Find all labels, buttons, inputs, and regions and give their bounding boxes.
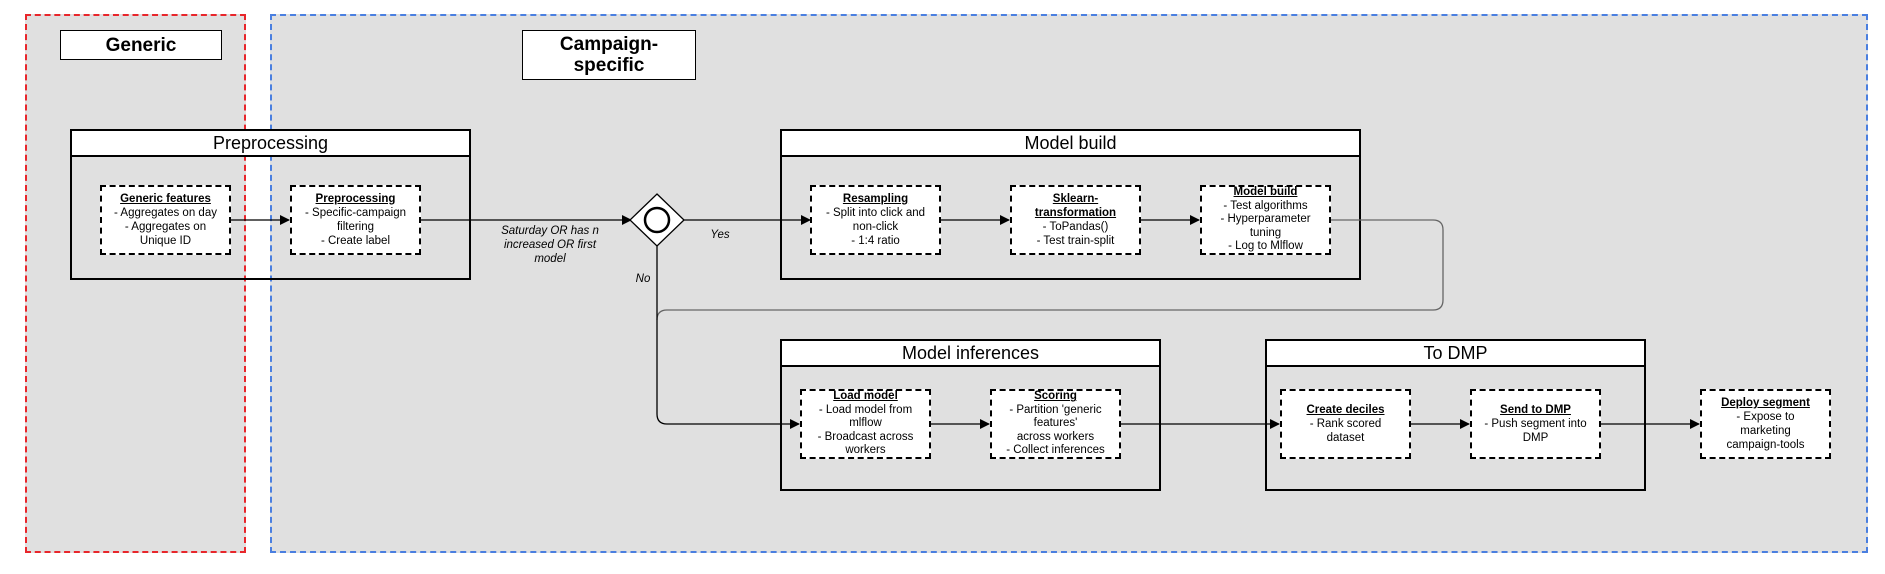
generic-zone bbox=[25, 14, 246, 553]
model-inferences-group: Model inferences bbox=[780, 339, 1161, 491]
gateway-condition-label: Saturday OR has n increased OR first mod… bbox=[501, 225, 599, 265]
task-title: Load model bbox=[833, 390, 898, 403]
to-dmp-group-title: To DMP bbox=[1267, 341, 1644, 367]
task-line: campaign-tools bbox=[1726, 439, 1805, 451]
task-line: non-click bbox=[852, 221, 899, 233]
task-sklearn-transformation[interactable]: Sklearn-transformation - ToPandas() - Te… bbox=[1010, 185, 1141, 255]
task-line: - Test algorithms bbox=[1223, 199, 1308, 212]
task-line: - Broadcast across bbox=[817, 430, 914, 443]
campaign-specific-zone bbox=[270, 14, 1868, 553]
task-title: Generic features bbox=[120, 193, 211, 205]
edge-modelbuild-to-loadmodel bbox=[656, 219, 1444, 321]
task-line: - Load model from bbox=[818, 403, 913, 416]
task-title: Preprocessing bbox=[315, 193, 396, 205]
gateway-yes-label: Yes bbox=[710, 229, 730, 241]
task-line: - Rank scored bbox=[1309, 418, 1382, 430]
task-line: - Test train-split bbox=[1036, 235, 1115, 247]
task-line: - Expose to bbox=[1736, 411, 1795, 423]
task-line: filtering bbox=[336, 221, 375, 233]
task-line: marketing bbox=[1740, 425, 1791, 437]
task-generic-features[interactable]: Generic features - Aggregates on day - A… bbox=[100, 185, 231, 255]
task-resampling[interactable]: Resampling - Split into click and non-cl… bbox=[810, 185, 941, 255]
exclusive-gateway bbox=[629, 193, 685, 247]
task-load-model[interactable]: Load model - Load model from mlflow - Br… bbox=[800, 389, 931, 459]
task-scoring[interactable]: Scoring - Partition 'generic features' a… bbox=[990, 389, 1121, 459]
task-line: - 1:4 ratio bbox=[851, 235, 900, 247]
task-line: features' bbox=[1033, 417, 1078, 430]
task-title: Resampling bbox=[842, 193, 909, 205]
preprocessing-group: Preprocessing bbox=[70, 129, 471, 280]
task-line: - Aggregates on bbox=[124, 221, 207, 233]
task-line: DMP bbox=[1522, 432, 1549, 444]
task-line: - Create label bbox=[320, 235, 391, 247]
task-line: - ToPandas() bbox=[1042, 221, 1109, 233]
task-line: - Specific-campaign bbox=[305, 207, 406, 219]
task-create-deciles[interactable]: Create deciles - Rank scored dataset bbox=[1280, 389, 1411, 459]
task-title: Scoring bbox=[1034, 390, 1077, 403]
task-line: - Push segment into bbox=[1484, 418, 1587, 430]
model-build-group: Model build bbox=[780, 129, 1361, 280]
model-inferences-group-title: Model inferences bbox=[782, 341, 1159, 367]
task-line: - Hyperparameter bbox=[1220, 213, 1311, 226]
task-send-to-dmp[interactable]: Send to DMP - Push segment into DMP bbox=[1470, 389, 1601, 459]
task-preprocessing[interactable]: Preprocessing - Specific-campaign filter… bbox=[290, 185, 421, 255]
model-build-group-title: Model build bbox=[782, 131, 1359, 157]
gateway-no-label: No bbox=[635, 273, 651, 285]
task-line: across workers bbox=[1016, 430, 1095, 443]
edge-gateway-no bbox=[656, 245, 800, 429]
task-title: Send to DMP bbox=[1500, 404, 1571, 416]
task-line: tuning bbox=[1249, 226, 1282, 239]
task-line: dataset bbox=[1326, 432, 1365, 444]
task-line: - Collect inferences bbox=[1006, 444, 1105, 457]
task-line: - Partition 'generic bbox=[1009, 403, 1102, 416]
to-dmp-group: To DMP bbox=[1265, 339, 1646, 491]
task-line: - Log to Mlflow bbox=[1228, 240, 1303, 253]
task-model-build[interactable]: Model build - Test algorithms - Hyperpar… bbox=[1200, 185, 1331, 255]
task-title: Sklearn-transformation bbox=[1034, 193, 1117, 219]
generic-zone-label: Generic bbox=[60, 30, 222, 60]
task-line: Unique ID bbox=[139, 235, 192, 247]
task-title: Deploy segment bbox=[1721, 397, 1810, 409]
task-deploy-segment[interactable]: Deploy segment - Expose to marketing cam… bbox=[1700, 389, 1831, 459]
preprocessing-group-title: Preprocessing bbox=[72, 131, 469, 157]
task-title: Model build bbox=[1233, 186, 1298, 199]
task-line: - Aggregates on day bbox=[114, 207, 217, 219]
task-line: mlflow bbox=[849, 417, 882, 430]
task-title: Create deciles bbox=[1306, 404, 1385, 416]
gateway-end-circle bbox=[643, 206, 671, 234]
campaign-zone-label: Campaign-specific bbox=[522, 30, 696, 80]
task-line: workers bbox=[845, 444, 886, 457]
task-line: - Split into click and bbox=[825, 207, 926, 219]
